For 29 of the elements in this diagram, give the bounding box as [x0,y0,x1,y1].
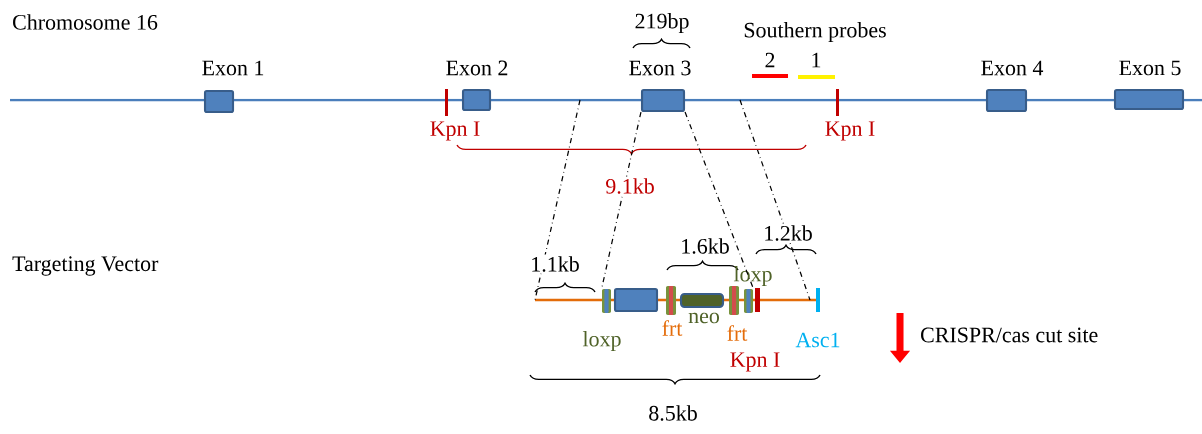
projection-line [684,111,754,290]
legend-text: CRISPR/cas cut site [921,327,1098,343]
exon-label: Exon 5 [1119,60,1181,76]
site-label: Kpn I [825,121,875,141]
site-label: frt [727,325,748,341]
probe-number: 1 [812,52,821,68]
size-label: 1.2kb [761,223,815,243]
size-label: 1.6kb [678,236,732,256]
site-label: loxp [733,266,772,286]
exon-box [613,287,659,313]
site-label: frt [662,320,683,336]
exon-label: Exon 4 [981,60,1044,76]
section-title: Targeting Vector [10,254,161,278]
site-label: Kpn I [730,352,780,372]
exon-label: Exon 3 [629,60,691,76]
size-label: 219bp [632,11,692,35]
size-label: Southern probes [741,20,889,44]
site-label: Kpn I [430,121,480,141]
gene-label: neo [688,312,720,324]
size-label: 8.5kb [646,403,700,423]
section-title: Chromosome 16 [10,12,160,32]
site-label: Asc1 [795,332,840,348]
site-label: loxp [582,331,621,351]
projection-line [601,111,642,290]
size-label: 1.1kb [528,254,582,274]
exon-label: Exon 1 [202,60,264,76]
size-label: 9.1kb [603,176,657,196]
probe-number: 2 [765,52,775,68]
exon-label: Exon 2 [446,60,508,76]
